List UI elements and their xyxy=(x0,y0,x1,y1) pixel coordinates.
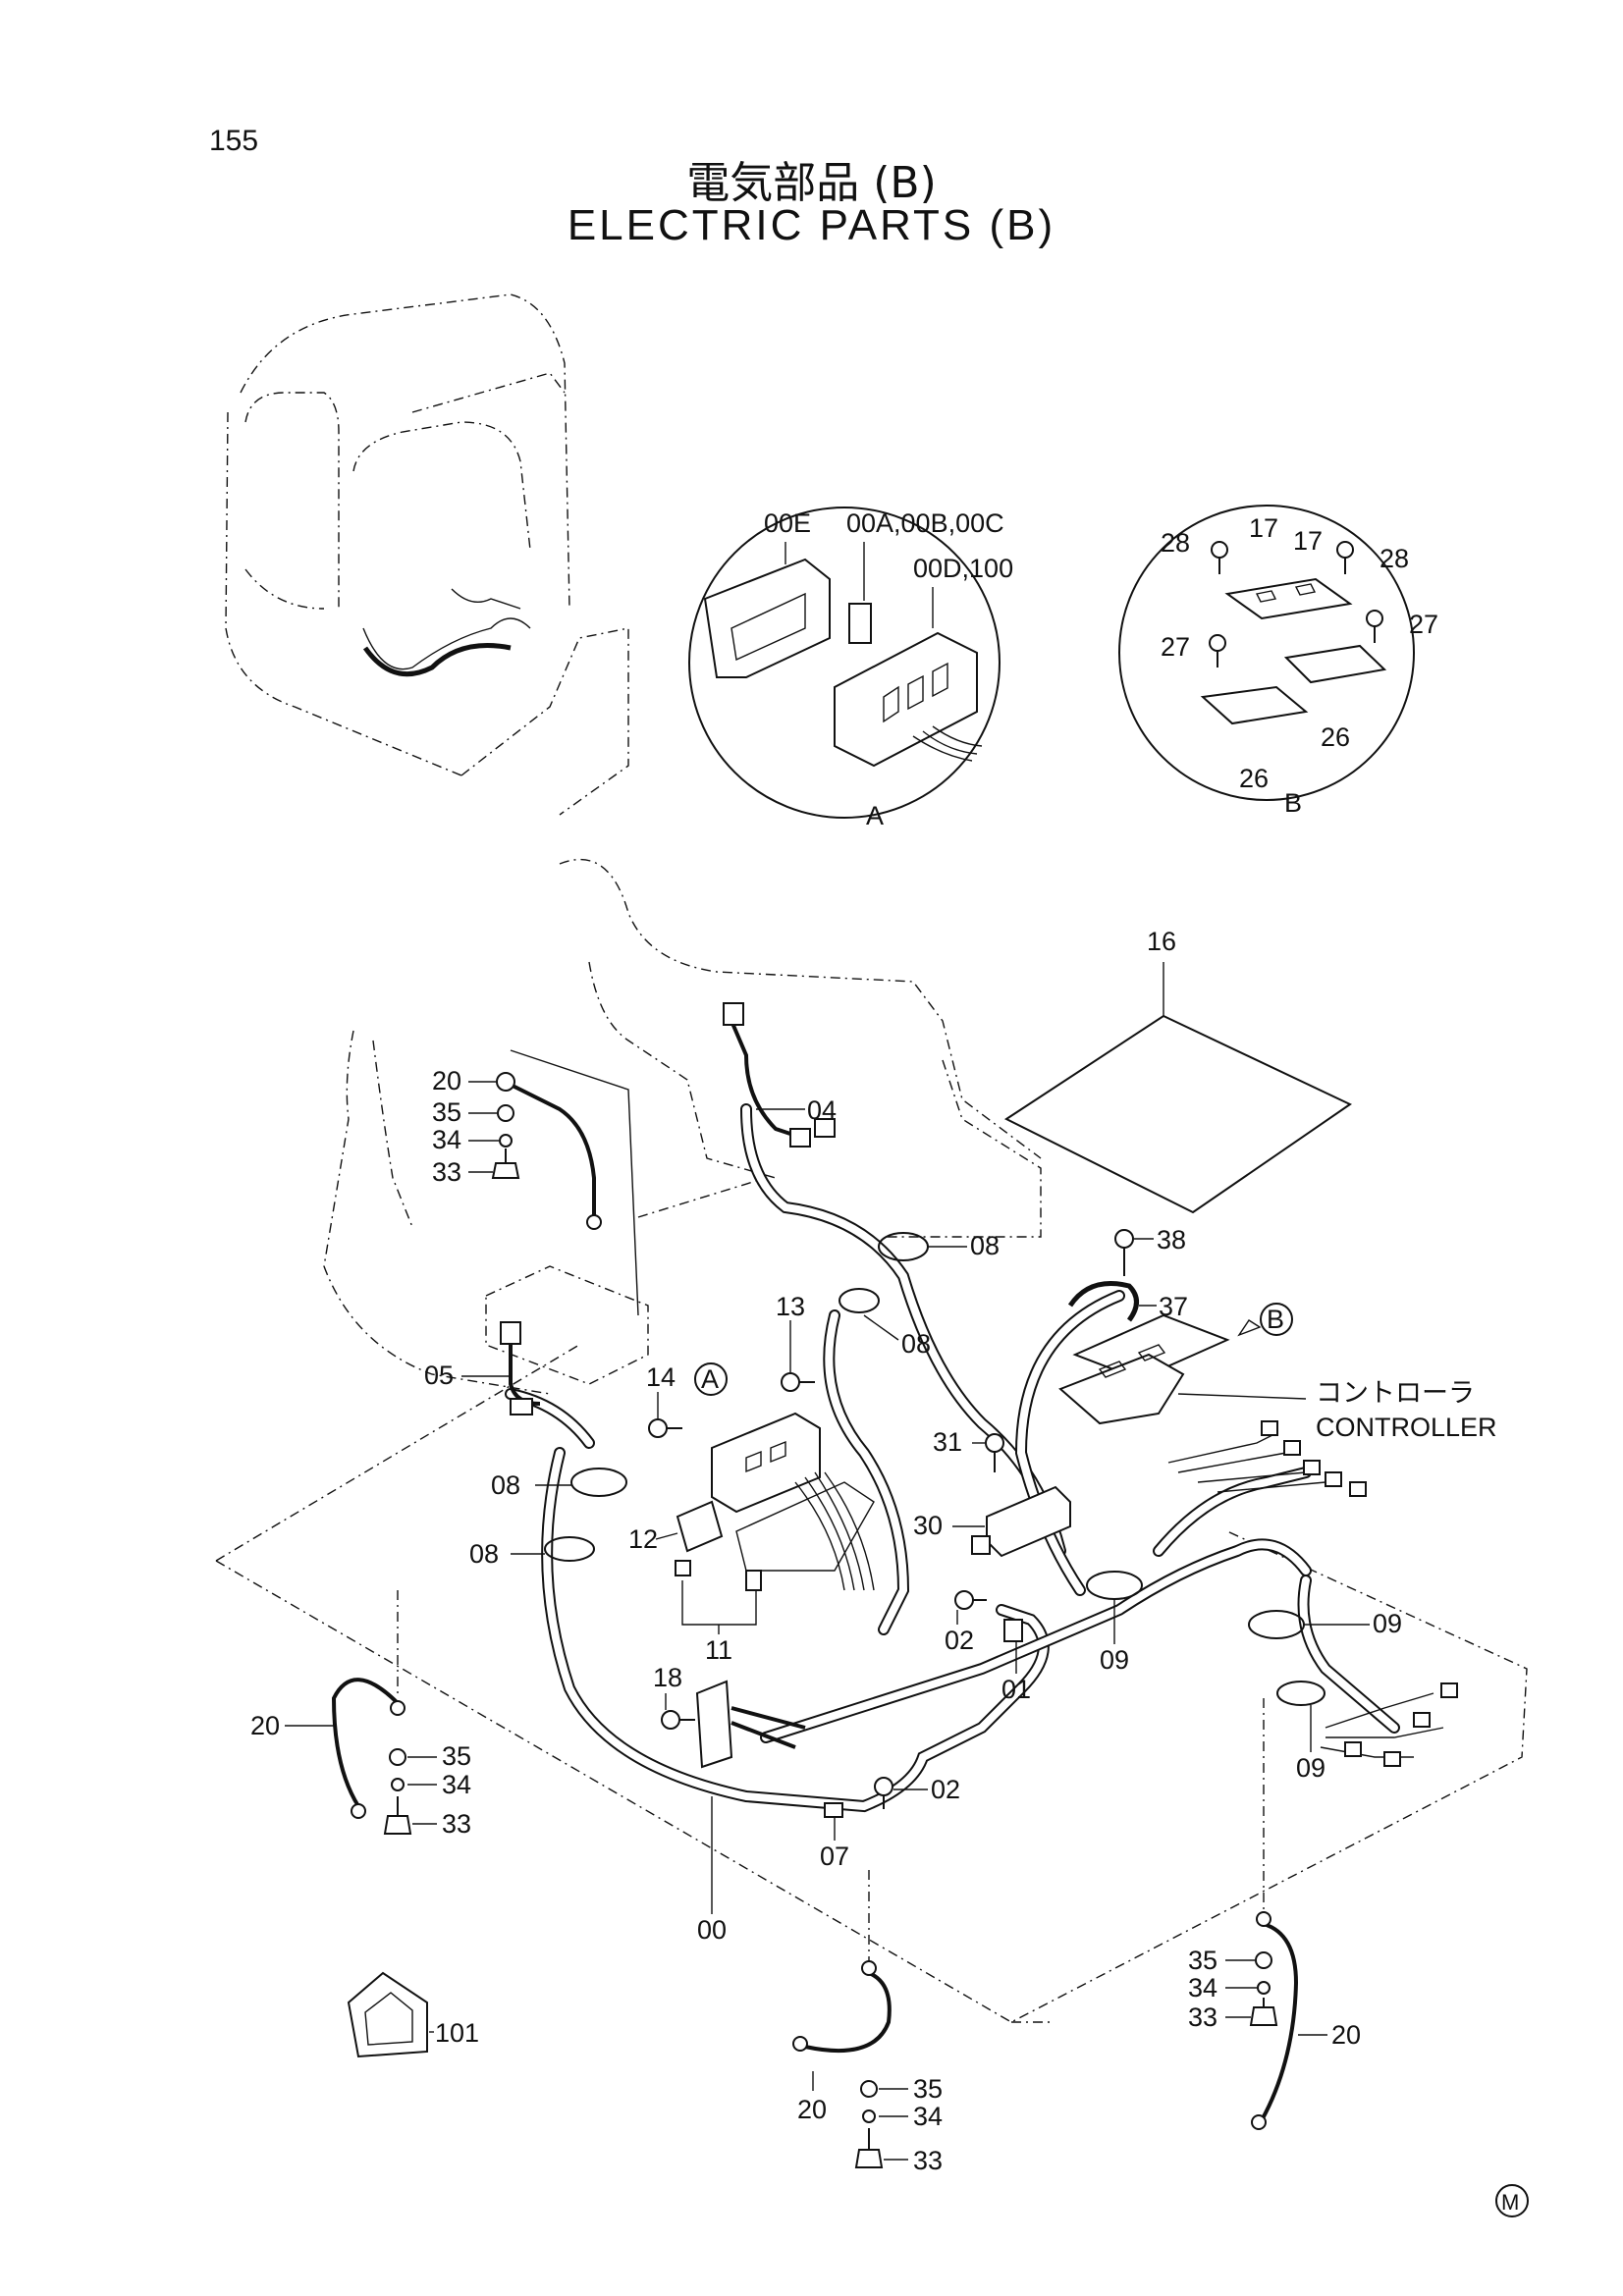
ground-2-callout-20: 20 xyxy=(250,1711,280,1740)
detail-a-part-00d-100: 00D,100 xyxy=(913,554,1013,583)
ground-cable-group-3: 20 35 34 33 xyxy=(792,1870,943,2175)
detail-b-part-27-left: 27 xyxy=(1161,632,1190,662)
part-30-module: 30 31 xyxy=(913,1427,1071,1558)
callout-14: 14 xyxy=(646,1362,676,1392)
detail-b-part-26-bottom: 26 xyxy=(1239,764,1269,793)
marker-a: A xyxy=(701,1364,719,1394)
relay-parts-11-12: 12 11 xyxy=(628,1500,762,1665)
callout-09-right: 09 xyxy=(1373,1609,1402,1638)
part-09-clamps: 09 09 09 xyxy=(1086,1571,1458,1783)
ground-1-callout-35: 35 xyxy=(432,1097,461,1127)
callout-18: 18 xyxy=(653,1663,682,1692)
ground-4-callout-33: 33 xyxy=(1188,2002,1217,2032)
callout-11: 11 xyxy=(705,1635,732,1665)
ground-cable-group-1: 20 35 34 33 xyxy=(432,1049,639,1316)
page-number: 155 xyxy=(209,125,259,157)
detail-b-part-26-right: 26 xyxy=(1321,722,1350,752)
m-mark: M xyxy=(1495,2184,1529,2217)
floor-plate-outline xyxy=(215,859,1528,2023)
ground-cable-group-2: 20 35 34 33 xyxy=(250,1590,471,1839)
detail-view-b: 28 17 17 28 27 27 26 26 B xyxy=(1118,505,1438,818)
callout-30: 30 xyxy=(913,1511,943,1540)
callout-09-bottom: 09 xyxy=(1296,1753,1325,1783)
ground-1-callout-34: 34 xyxy=(432,1125,461,1154)
ground-2-callout-33: 33 xyxy=(442,1809,471,1839)
page-title-english: ELECTRIC PARTS (B) xyxy=(567,201,1056,249)
detail-b-part-28-left: 28 xyxy=(1161,528,1190,558)
controller-label-english: CONTROLLER xyxy=(1316,1413,1497,1442)
callout-12: 12 xyxy=(628,1524,658,1554)
detail-b-part-28-right: 28 xyxy=(1380,544,1409,573)
m-mark-letter: M xyxy=(1501,2190,1519,2215)
detail-b-part-17-left: 17 xyxy=(1249,513,1278,543)
connector-bracket-a: A xyxy=(694,1362,875,1591)
callout-31: 31 xyxy=(933,1427,962,1457)
ground-1-callout-33: 33 xyxy=(432,1157,461,1187)
callout-37: 37 xyxy=(1159,1292,1188,1321)
ground-3-callout-33: 33 xyxy=(913,2146,943,2175)
part-18-connector xyxy=(695,1680,806,1769)
callout-08-left: 08 xyxy=(491,1470,520,1500)
part-04-cable: 04 xyxy=(723,1002,837,1148)
controller-bracket: 38 37 B コントローラ CONTROLLER xyxy=(1058,1225,1497,1442)
main-wire-harness: 00 xyxy=(505,1103,1400,1945)
detail-b-part-27-right: 27 xyxy=(1409,610,1438,639)
controller-branch-connectors xyxy=(1167,1420,1367,1497)
ground-4-callout-34: 34 xyxy=(1188,1973,1217,2002)
cab-overview-illustration xyxy=(225,294,629,816)
callout-101: 101 xyxy=(435,2018,479,2048)
part-01-clamp: 01 xyxy=(1001,1619,1031,1704)
detail-a-label: A xyxy=(866,801,884,830)
callout-08-upper: 08 xyxy=(970,1231,1000,1260)
part-07-clip: 07 xyxy=(820,1802,849,1871)
detail-b-part-17-right: 17 xyxy=(1293,526,1323,556)
callout-02-lower: 02 xyxy=(931,1775,960,1804)
callout-08-middle: 08 xyxy=(901,1329,931,1359)
detail-b-label: B xyxy=(1284,788,1302,818)
callout-05: 05 xyxy=(424,1361,454,1390)
ground-4-callout-35: 35 xyxy=(1188,1946,1217,1975)
ground-cable-group-4: 35 34 33 20 xyxy=(1188,1698,1361,2130)
ground-3-callout-35: 35 xyxy=(913,2074,943,2104)
callout-04: 04 xyxy=(807,1095,837,1125)
callout-38: 38 xyxy=(1157,1225,1186,1255)
detail-a-part-00a-00b-00c: 00A,00B,00C xyxy=(846,508,1004,538)
detail-view-a: 00E 00A,00B,00C 00D,100 A xyxy=(688,507,1013,830)
callout-01: 01 xyxy=(1001,1675,1031,1704)
callout-13: 13 xyxy=(776,1292,805,1321)
ground-2-callout-34: 34 xyxy=(442,1770,471,1799)
callout-07: 07 xyxy=(820,1842,849,1871)
callout-02-upper: 02 xyxy=(945,1626,974,1655)
part-08-clamps: 08 08 08 08 xyxy=(469,1231,1000,1569)
callout-09-left: 09 xyxy=(1100,1645,1129,1675)
part-101-holder: 101 xyxy=(347,1971,479,2058)
page-title-japanese: 電気部品 (B) xyxy=(686,158,937,208)
ground-3-callout-20: 20 xyxy=(797,2095,827,2124)
ground-1-callout-20: 20 xyxy=(432,1066,461,1095)
callout-00: 00 xyxy=(697,1915,727,1945)
callout-16: 16 xyxy=(1147,927,1176,956)
controller-label-japanese: コントローラ xyxy=(1316,1378,1475,1408)
ground-3-callout-34: 34 xyxy=(913,2102,943,2131)
mounting-bolts: 13 14 18 02 02 xyxy=(646,1292,987,1809)
part-05-cable: 05 xyxy=(424,1321,541,1415)
detail-a-part-00e: 00E xyxy=(764,508,811,538)
callout-08-lower: 08 xyxy=(469,1539,499,1569)
ground-4-callout-20: 20 xyxy=(1331,2020,1361,2050)
part-16-sheet: 16 xyxy=(1003,927,1352,1214)
ground-2-callout-35: 35 xyxy=(442,1741,471,1771)
marker-b: B xyxy=(1267,1305,1284,1334)
